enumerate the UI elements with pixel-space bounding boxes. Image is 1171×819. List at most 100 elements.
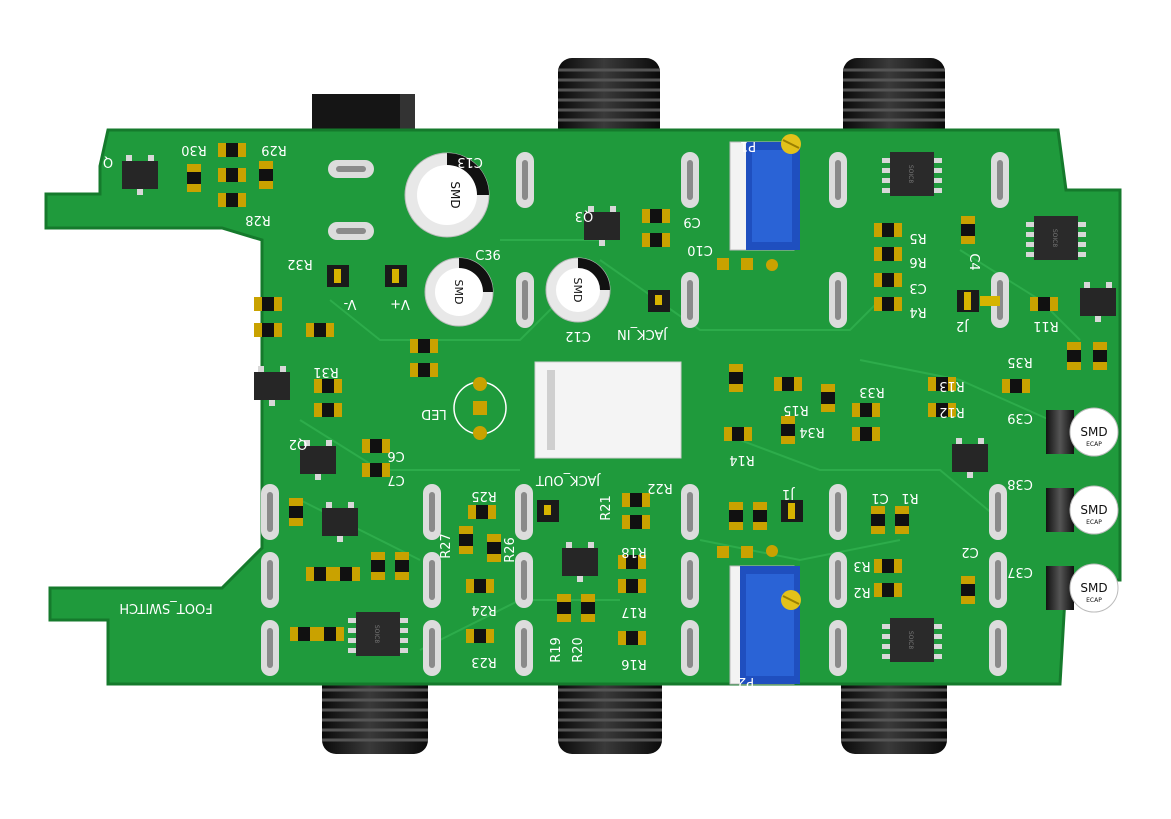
- header-j1: [781, 500, 803, 522]
- cap-smd-mark: SMD: [571, 278, 584, 303]
- smd-part: [259, 161, 273, 189]
- slot-hole: [681, 484, 699, 540]
- sot-transistor: [300, 440, 336, 480]
- silk-label-q2: Q2: [289, 436, 308, 451]
- smd-part: [729, 364, 743, 392]
- slot-hole: [516, 152, 534, 208]
- ecap-c36: SMD: [424, 257, 494, 327]
- cap-smd-mark: SMD: [448, 181, 462, 208]
- slot-hole: [681, 552, 699, 608]
- silk-label-r30: R30: [181, 142, 207, 157]
- silk-label-foot_switch: FOOT_SWITCH: [119, 600, 212, 615]
- slot-hole: [829, 272, 847, 328]
- slot-hole: [516, 272, 534, 328]
- smd-part: [874, 297, 902, 311]
- header-vplus: [385, 265, 407, 287]
- silk-label-r27: R27: [439, 533, 454, 559]
- smd-part: [724, 427, 752, 441]
- sot-transistor: [322, 502, 358, 542]
- silk-label-r13: R13: [939, 378, 965, 393]
- smd-part: [1002, 379, 1030, 393]
- silk-label-q: Q: [103, 154, 113, 169]
- silk-label-c38: C38: [1007, 476, 1033, 491]
- silk-label-r14: R14: [729, 452, 755, 467]
- smd-part: [618, 555, 646, 569]
- smd-part: [874, 273, 902, 287]
- slot-hole: [989, 620, 1007, 676]
- pot-knob-bottom-2: [558, 670, 662, 754]
- silk-label-r15: R15: [783, 402, 809, 417]
- slot-hole: [423, 620, 441, 676]
- silk-label-r28: R28: [245, 212, 271, 227]
- slot-hole: [423, 484, 441, 540]
- smd-part: [622, 493, 650, 507]
- smd-part: [895, 506, 909, 534]
- slot-hole: [829, 484, 847, 540]
- silk-label-r23: R23: [471, 654, 497, 669]
- silk-label-c13: C13: [457, 154, 483, 169]
- smd-part: [871, 506, 885, 534]
- slot-hole: [261, 620, 279, 676]
- slot-hole: [423, 552, 441, 608]
- silk-label-r32: R32: [287, 256, 313, 271]
- silk-label-j2: J2: [956, 318, 969, 333]
- silk-label-vminus: V-: [343, 296, 356, 311]
- ecap-c37: SMD ECAP: [1046, 563, 1119, 613]
- ecap-c13: SMD: [404, 152, 490, 238]
- header-j2: [957, 290, 1000, 312]
- smd-part: [618, 631, 646, 645]
- silk-label-r20: R20: [571, 637, 586, 663]
- smd-part: [466, 579, 494, 593]
- smd-part: [622, 515, 650, 529]
- smd-part: [466, 629, 494, 643]
- smd-part: [961, 216, 975, 244]
- silk-label-r22: R22: [647, 480, 673, 495]
- smd-part: [306, 567, 334, 581]
- slot-hole: [991, 152, 1009, 208]
- ecap-c39: SMD ECAP: [1046, 407, 1119, 457]
- silk-label-r25: R25: [471, 488, 497, 503]
- smd-part: [781, 416, 795, 444]
- silk-label-p1: P1: [740, 138, 756, 153]
- silk-label-c10: C10: [687, 242, 713, 257]
- smd-part: [468, 505, 496, 519]
- silk-label-q3: Q3: [575, 208, 594, 223]
- ic-mark: SOIC8: [1051, 229, 1058, 247]
- ecap-c38: SMD ECAP: [1046, 485, 1119, 535]
- smd-part: [1030, 297, 1058, 311]
- smd-part: [316, 627, 344, 641]
- smd-part: [410, 363, 438, 377]
- ic-mark: SOIC8: [907, 165, 914, 183]
- slot-hole: [989, 484, 1007, 540]
- sot-transistor: [584, 206, 620, 246]
- silk-label-r21: R21: [599, 495, 614, 521]
- header-jack-out: [537, 500, 559, 522]
- silk-label-r18: R18: [621, 544, 647, 559]
- trimmer-p1: [717, 134, 801, 271]
- slot-hole: [681, 620, 699, 676]
- soic8-chip: SOIC8: [348, 612, 408, 656]
- smd-part: [218, 168, 246, 182]
- smd-part: [581, 594, 595, 622]
- silk-label-r34: R34: [799, 424, 825, 439]
- cap-ecap-mark: ECAP: [1086, 441, 1102, 448]
- soic8-chip: SOIC8: [1026, 216, 1086, 260]
- smd-part: [874, 559, 902, 573]
- smd-part: [290, 627, 318, 641]
- slot-holes: [261, 152, 1009, 676]
- trimmer-p2: [717, 545, 801, 685]
- soic8-chip: SOIC8: [882, 152, 942, 196]
- slot-hole: [829, 152, 847, 208]
- smd-part: [314, 379, 342, 393]
- smd-part: [874, 583, 902, 597]
- smd-part: [852, 403, 880, 417]
- slot-hole: [989, 552, 1007, 608]
- silk-label-c36: C36: [475, 249, 501, 264]
- sot-transistors: [122, 155, 1116, 582]
- silk-label-c9: C9: [683, 214, 700, 229]
- sot-transistor: [952, 438, 988, 478]
